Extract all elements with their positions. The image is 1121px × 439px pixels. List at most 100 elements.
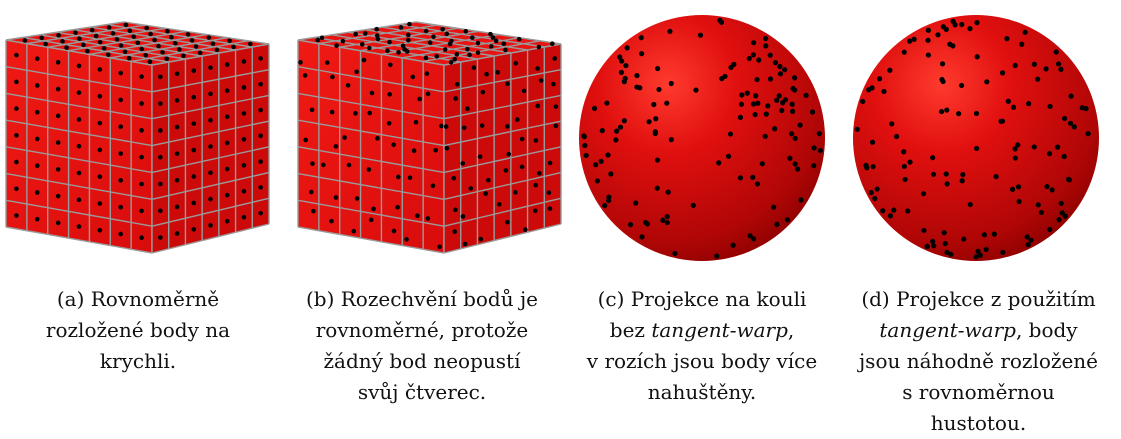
sample-point (869, 85, 875, 91)
sample-point (174, 177, 180, 183)
sample-point (14, 106, 19, 111)
sample-point (241, 59, 247, 64)
sample-point (993, 174, 999, 180)
sample-point (191, 68, 197, 74)
sample-point (860, 98, 866, 105)
sample-point (398, 25, 404, 30)
sample-point (302, 73, 308, 78)
sample-point (967, 201, 973, 208)
sample-point (655, 65, 661, 72)
sample-point (64, 45, 69, 50)
sample-point (515, 117, 520, 122)
sample-point (876, 76, 883, 82)
sample-point (952, 22, 958, 28)
sample-point (424, 71, 430, 76)
sample-point (1000, 249, 1006, 255)
caption-line: (c) Projekce na kouli (568, 284, 836, 315)
sample-point (400, 43, 406, 49)
grid-line (56, 31, 203, 57)
caption-text: rovnoměrné, protože (315, 318, 529, 342)
sample-point (1016, 198, 1022, 205)
sample-point (549, 41, 555, 46)
sample-point (1059, 210, 1065, 216)
face-fill (444, 44, 561, 253)
caption-line: hustotou. (836, 408, 1121, 439)
caption-line: tangent-warp, body (836, 315, 1121, 346)
sample-point (1025, 242, 1031, 248)
sample-point (258, 107, 263, 113)
sample-point (887, 67, 893, 73)
sample-point (227, 38, 232, 44)
caption-line: jsou náhodně rozložené (836, 346, 1121, 377)
sample-point (753, 93, 759, 99)
sample-point (406, 37, 411, 43)
sample-point (174, 231, 180, 236)
sample-point (872, 195, 878, 202)
sample-point (591, 105, 598, 111)
sample-point (55, 60, 61, 65)
sample-point (633, 200, 639, 206)
sample-point (368, 217, 374, 223)
sample-point (1061, 115, 1068, 122)
sample-point (443, 124, 449, 129)
grid-line (90, 26, 236, 51)
grid-line (423, 40, 541, 63)
sample-point (942, 240, 948, 247)
sample-point (536, 44, 542, 50)
sample-point (14, 159, 19, 165)
caption-line: krychli. (0, 346, 276, 377)
sample-point (1012, 155, 1018, 161)
sample-point (795, 166, 801, 172)
sample-point (756, 57, 762, 63)
grid-line (443, 69, 562, 93)
sample-point (486, 177, 491, 183)
grid-line (151, 120, 270, 147)
grid-line (5, 39, 153, 66)
sample-point (388, 62, 393, 68)
sample-point (594, 178, 601, 184)
sample-point (139, 74, 144, 79)
sample-point (404, 237, 409, 242)
sample-point (752, 111, 758, 118)
grid-line (131, 40, 249, 63)
sample-point (638, 35, 644, 41)
sample-point (386, 120, 392, 126)
sample-point (984, 79, 990, 85)
sample-point (404, 49, 410, 54)
sample-point (475, 40, 481, 46)
sample-point (127, 28, 133, 34)
grid-line (110, 37, 228, 59)
sample-point (754, 181, 761, 187)
sample-point (406, 32, 411, 38)
sample-point (361, 57, 367, 63)
sample-point (788, 131, 795, 137)
sample-point (974, 145, 980, 152)
sample-point (880, 208, 886, 214)
grid-line (443, 120, 562, 147)
sample-point (606, 194, 612, 200)
sample-point (460, 214, 466, 219)
sample-point (664, 219, 670, 226)
sample-point (1005, 98, 1011, 104)
sample-point (1022, 29, 1028, 35)
sample-point (654, 157, 661, 163)
sample-point (920, 191, 927, 197)
sample-point (224, 166, 230, 172)
sample-point (241, 163, 247, 168)
sample-point (165, 28, 170, 34)
sample-point (118, 70, 124, 76)
sample-point (334, 43, 339, 48)
sample-point (774, 221, 780, 227)
sample-point (547, 160, 553, 166)
sample-point (751, 40, 757, 46)
sample-point (160, 50, 165, 55)
sample-point (605, 152, 611, 158)
sample-point (208, 117, 213, 123)
sample-point (468, 186, 474, 191)
sample-point (139, 235, 144, 241)
sample-point (374, 26, 379, 32)
sample-point (490, 35, 496, 40)
sample-point (960, 172, 966, 178)
sample-point (423, 55, 429, 61)
sample-point (1062, 213, 1068, 219)
